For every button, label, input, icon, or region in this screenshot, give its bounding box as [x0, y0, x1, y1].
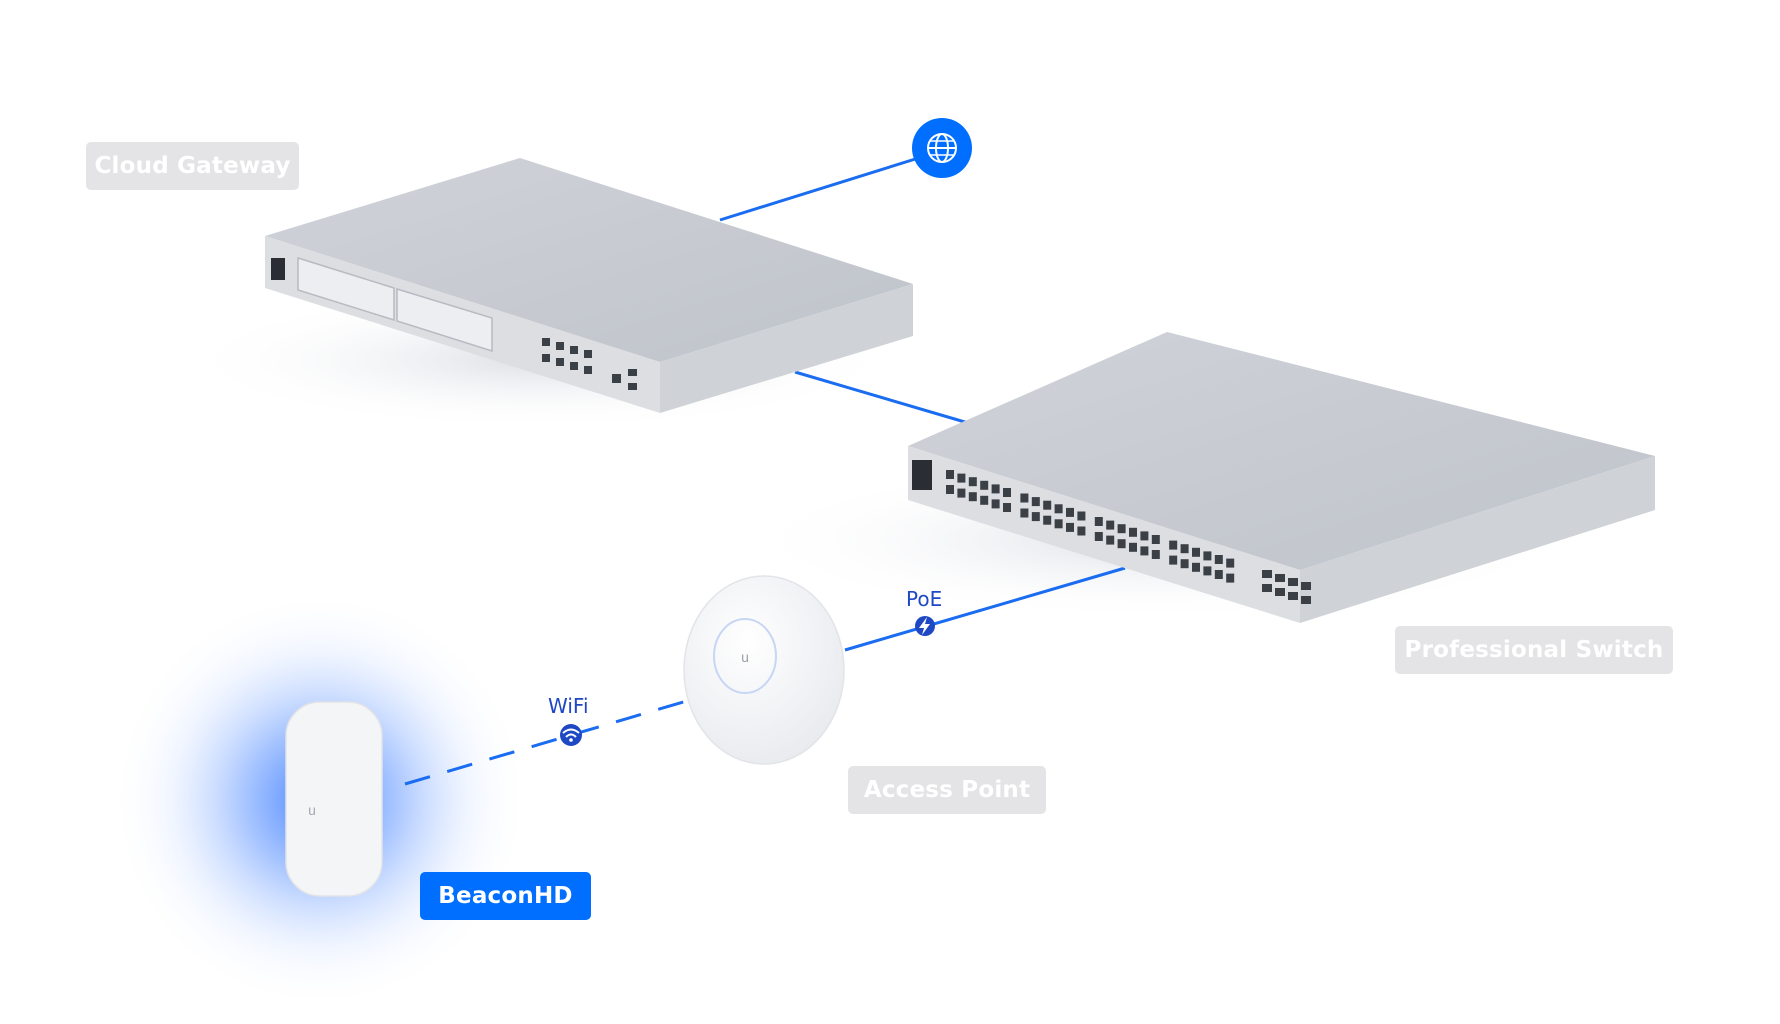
beacon-hd-device[interactable]: u [285, 701, 383, 897]
poe-link-line [844, 566, 1126, 652]
beacon-hd-label[interactable]: BeaconHD [420, 872, 591, 920]
switch-console-panel [912, 460, 932, 490]
gateway-power-button [271, 258, 285, 280]
ap-logo-icon: u [741, 649, 749, 665]
lightning-icon [915, 616, 935, 636]
gateway-drive-bay-1 [297, 256, 395, 322]
wifi-icon [560, 724, 582, 746]
gateway-ports [542, 338, 637, 390]
access-point-device[interactable]: u [683, 575, 845, 765]
gateway-top-face [265, 158, 913, 362]
professional-switch-device[interactable] [908, 332, 1655, 623]
cloud-gateway-label[interactable]: Cloud Gateway [86, 142, 299, 190]
beacon-body [285, 701, 383, 897]
gateway-drive-bay-2 [396, 287, 493, 353]
wifi-link-line [404, 698, 691, 786]
poe-link-label: PoE [906, 587, 943, 611]
beacon-logo-icon: u [308, 802, 316, 818]
switch-side-face [1300, 456, 1655, 623]
gateway-side-face [660, 284, 913, 413]
professional-switch-label[interactable]: Professional Switch [1395, 626, 1673, 674]
wifi-link-label: WiFi [548, 694, 589, 718]
internet-link-line [719, 154, 926, 222]
globe-icon [912, 118, 972, 178]
ap-led-ring [713, 618, 777, 694]
access-point-label[interactable]: Access Point [848, 766, 1046, 814]
ap-body [683, 575, 845, 765]
switch-top-face [908, 332, 1655, 570]
cloud-gateway-device[interactable] [265, 158, 913, 413]
switch-ports [946, 470, 1311, 604]
gateway-switch-link-line [794, 370, 976, 427]
